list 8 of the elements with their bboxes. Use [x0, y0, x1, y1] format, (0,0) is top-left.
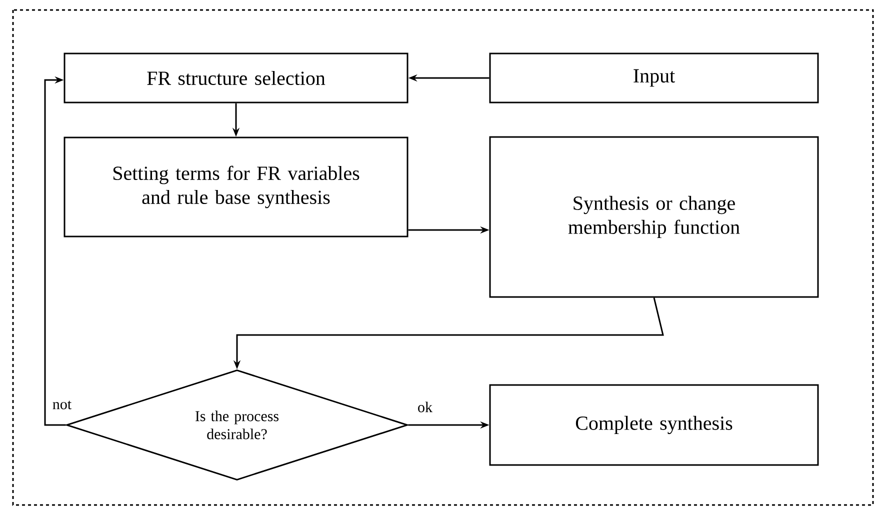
process-box: Synthesis or change membership function	[489, 136, 819, 298]
process-box: Complete synthesis	[489, 384, 819, 466]
edge-label: ok	[418, 402, 432, 412]
edge-label: not	[52, 400, 72, 410]
process-box: FR structure selection	[64, 52, 408, 104]
arrow	[44, 76, 66, 426]
process-box: Setting terms for FR variables and rule base synthesis	[64, 136, 408, 238]
process-box: Input	[489, 52, 819, 104]
